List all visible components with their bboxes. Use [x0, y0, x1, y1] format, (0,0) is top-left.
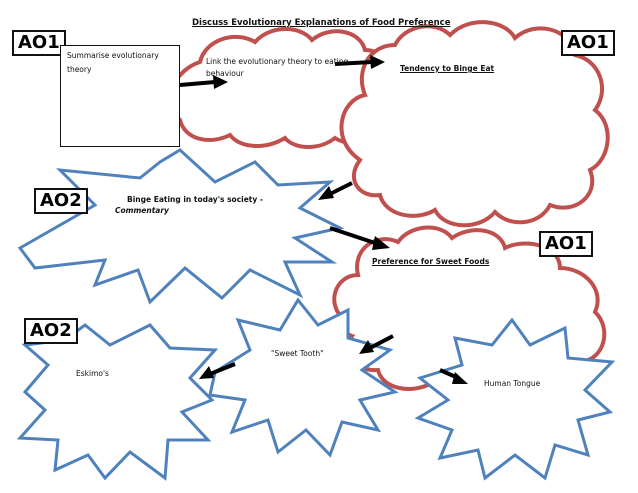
burst-eskimos — [16, 323, 219, 481]
ao1-tag-top-right: AO1 — [561, 30, 615, 56]
ao2-tag-bottom-left: AO2 — [24, 318, 78, 344]
label-sweet-preference: Preference for Sweet Foods — [372, 257, 490, 266]
burst-binge-today — [17, 148, 345, 305]
summary-line-1: Summarise evolutionary — [67, 51, 159, 60]
label-tendency-binge: Tendency to Binge Eat — [400, 64, 495, 73]
burst-sweet-tooth — [208, 297, 399, 458]
label-commentary: Commentary — [115, 206, 169, 215]
ao2-tag-mid-left: AO2 — [34, 188, 88, 214]
label-binge-today: Binge Eating in today's society - — [127, 195, 263, 204]
ao1-tag-mid-right: AO1 — [539, 231, 593, 257]
label-sweet-tooth: "Sweet Tooth" — [271, 349, 324, 358]
summary-line-2: theory — [67, 65, 92, 74]
page-title: Discuss Evolutionary Explanations of Foo… — [192, 18, 451, 28]
link-line-1: Link the evolutionary theory to eating — [206, 57, 349, 66]
link-line-2: behaviour — [206, 69, 244, 78]
summary-box: Summarise evolutionary theory — [60, 45, 180, 147]
label-eskimos: Eskimo's — [76, 369, 109, 378]
arrows — [179, 55, 468, 384]
cloud-binge — [339, 20, 610, 228]
burst-tongue — [414, 317, 616, 481]
label-human-tongue: Human Tongue — [484, 379, 541, 388]
ao1-tag-top-left: AO1 — [12, 30, 66, 56]
